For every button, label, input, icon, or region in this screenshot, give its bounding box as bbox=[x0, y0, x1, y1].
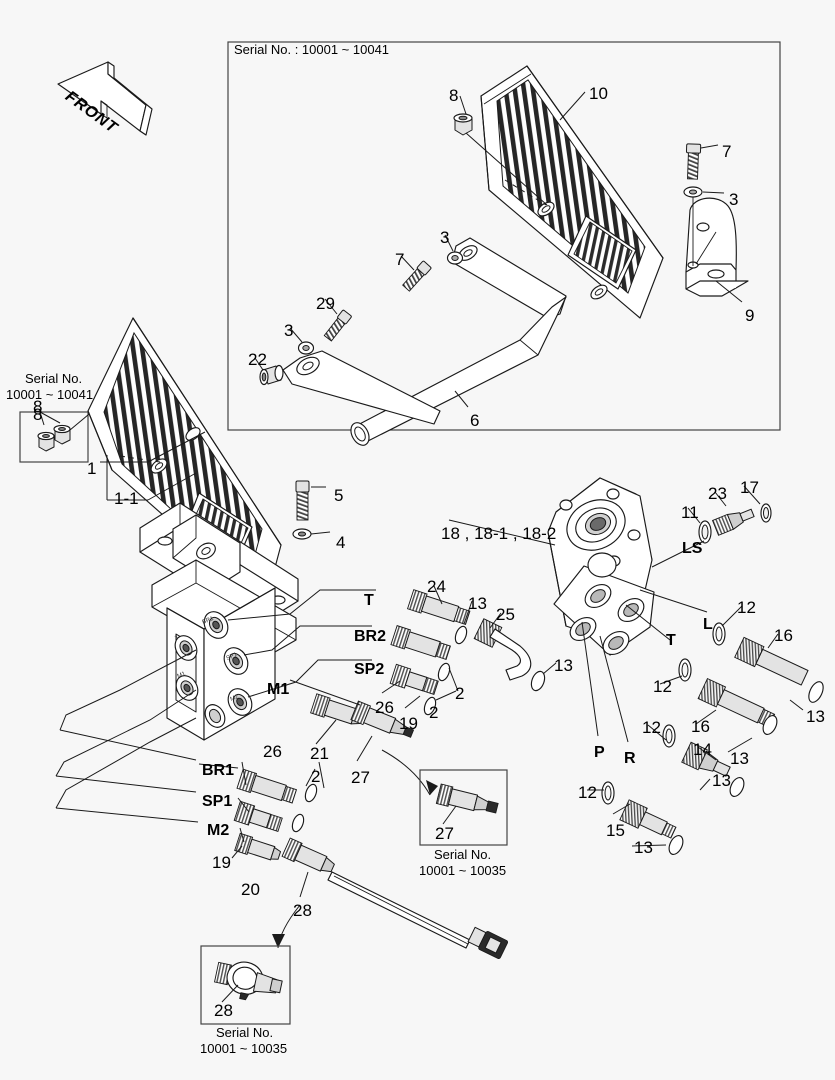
callout-c-4: 4 bbox=[336, 533, 346, 552]
callout-c-3-low: 3 bbox=[284, 321, 294, 340]
callout-c-3-mid: 3 bbox=[440, 228, 450, 247]
callout-c-29: 29 bbox=[316, 294, 335, 313]
callout-c-13-a: 13 bbox=[806, 707, 825, 726]
svg-text:M2: M2 bbox=[230, 694, 241, 703]
callout-c-26-b: 26 bbox=[263, 742, 282, 761]
callout-c-18: 18 , 18-1 , 18-2 bbox=[441, 524, 557, 543]
callout-c-2-c: 2 bbox=[311, 767, 321, 786]
callout-c-19-b: 19 bbox=[212, 853, 231, 872]
callout-c-12-b: 12 bbox=[653, 677, 672, 696]
steering-valve-art bbox=[547, 477, 772, 656]
left-fittings-art bbox=[55, 519, 557, 960]
callout-c-16-a: 16 bbox=[774, 626, 793, 645]
callout-c-T-right: T bbox=[666, 632, 676, 649]
callout-c-L: L bbox=[703, 616, 713, 633]
callout-c-22: 22 bbox=[248, 350, 267, 369]
callout-c-12-a: 12 bbox=[737, 598, 756, 617]
top-serial-label: Serial No. : 10001 ~ 10041 bbox=[234, 42, 390, 57]
callout-c-14: 14 bbox=[693, 740, 712, 759]
callout-c-5: 5 bbox=[334, 486, 344, 505]
left-serial-line1: Serial No. bbox=[25, 371, 83, 386]
callout-c-8-left: 8 bbox=[33, 405, 43, 424]
callout-c-23: 23 bbox=[708, 484, 727, 503]
svg-text:M1: M1 bbox=[177, 671, 188, 680]
callout-c-LS: LS bbox=[682, 540, 703, 557]
inset-28-art bbox=[200, 945, 291, 1025]
callout-c-15: 15 bbox=[606, 821, 625, 840]
main-pedal-art bbox=[87, 317, 331, 627]
right-fittings-art bbox=[581, 485, 824, 855]
callout-c-13-e: 13 bbox=[468, 594, 487, 613]
callout-c-26-a: 26 bbox=[375, 698, 394, 717]
callout-c-12-c: 12 bbox=[642, 718, 661, 737]
svg-text:SP1: SP1 bbox=[226, 652, 239, 662]
inset28-serial-line2: 10001 ~ 10035 bbox=[200, 1041, 288, 1056]
callout-c-2-b: 2 bbox=[429, 703, 439, 722]
callout-c-T-left: T bbox=[364, 592, 374, 609]
callout-c-11: 11 bbox=[681, 503, 699, 522]
inset27-serial-line2: 10001 ~ 10035 bbox=[419, 863, 507, 878]
callout-c-1: 1 bbox=[87, 459, 97, 478]
callout-c-17: 17 bbox=[740, 478, 759, 497]
callout-c-7-top: 7 bbox=[722, 142, 732, 161]
inset27-item-number: 27 bbox=[435, 824, 454, 843]
inset-27-art bbox=[419, 769, 508, 846]
callout-c-2-a: 2 bbox=[455, 684, 465, 703]
callout-c-3-right: 3 bbox=[729, 190, 739, 209]
callout-c-9: 9 bbox=[745, 306, 755, 325]
valve-block-art: BR1 SP1 M2 M1 T bbox=[151, 559, 297, 741]
callout-c-16-b: 16 bbox=[691, 717, 710, 736]
callout-c-21: 21 bbox=[310, 744, 329, 763]
callout-c-7-mid: 7 bbox=[395, 250, 405, 269]
callout-c-8-top: 8 bbox=[449, 86, 459, 105]
callout-c-BR1: BR1 bbox=[202, 762, 235, 779]
callout-c-1-1: 1-1 bbox=[114, 489, 139, 508]
callout-c-25: 25 bbox=[496, 605, 515, 624]
callout-c-10: 10 bbox=[589, 84, 608, 103]
svg-text:BR1: BR1 bbox=[202, 616, 216, 626]
left-serial-box-art bbox=[19, 401, 131, 463]
callout-c-SP1: SP1 bbox=[202, 793, 233, 810]
front-arrow-art bbox=[57, 61, 153, 136]
callout-c-M1: M1 bbox=[267, 681, 290, 698]
callout-c-13-f: 13 bbox=[554, 656, 573, 675]
inset28-item-number: 28 bbox=[214, 1001, 233, 1020]
callout-c-13-b: 13 bbox=[730, 749, 749, 768]
inset28-serial-line1: Serial No. bbox=[216, 1025, 274, 1040]
callout-c-P: P bbox=[594, 744, 605, 761]
inset27-serial-line1: Serial No. bbox=[434, 847, 492, 862]
callout-c-27-main: 27 bbox=[351, 768, 370, 787]
callout-c-R: R bbox=[624, 750, 636, 767]
left-serial-item-number: 8 bbox=[33, 397, 43, 416]
callout-c-SP2: SP2 bbox=[354, 661, 385, 678]
left-serial-line2: 10001 ~ 10041 bbox=[6, 387, 94, 402]
callout-c-BR2: BR2 bbox=[354, 628, 387, 645]
callout-c-20: 20 bbox=[241, 880, 260, 899]
callout-c-28-main: 28 bbox=[293, 901, 312, 920]
top-pedal-art bbox=[254, 65, 749, 446]
svg-text:T: T bbox=[175, 635, 181, 642]
callout-c-13-c: 13 bbox=[712, 771, 731, 790]
callout-c-12-d: 12 bbox=[578, 783, 597, 802]
callout-c-6: 6 bbox=[470, 411, 480, 430]
callout-c-24: 24 bbox=[427, 577, 446, 596]
callout-c-19-a: 19 bbox=[399, 714, 418, 733]
callout-c-M2: M2 bbox=[207, 822, 230, 839]
callout-c-13-d: 13 bbox=[634, 838, 653, 857]
